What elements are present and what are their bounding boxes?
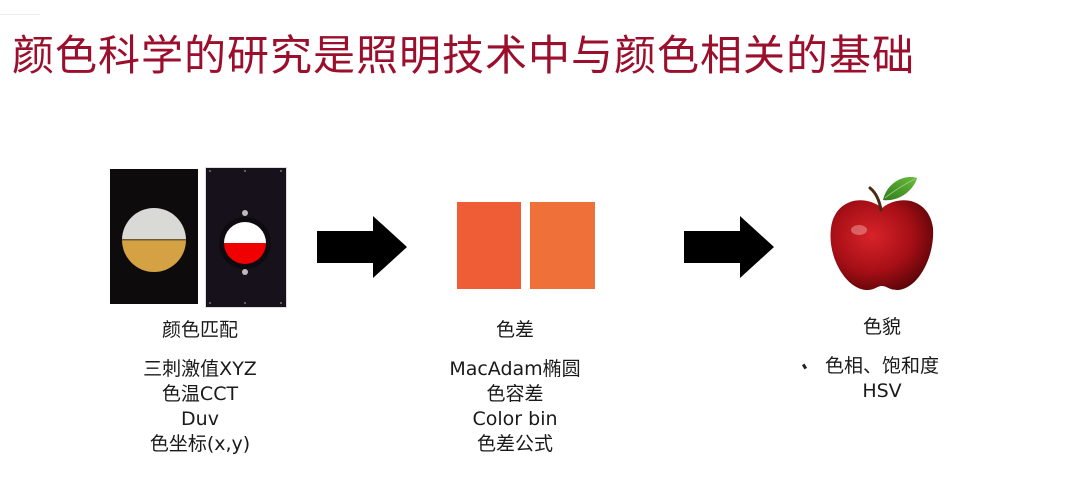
list-item: Color bin	[472, 408, 558, 430]
arrow-right-icon	[317, 216, 407, 278]
list-item: 三刺激值XYZ	[143, 358, 257, 380]
color-matching-caption: 颜色匹配 三刺激值XYZ 色温CCT Duv 色坐标(x,y)	[110, 318, 290, 457]
color-difference-caption: 色差 MacAdam椭圆 色容差 Color bin 色差公式	[425, 318, 605, 457]
section-heading: 色差	[495, 319, 534, 341]
swatch-left	[457, 202, 521, 289]
color-matching-image-2	[205, 167, 287, 308]
list-item: 色温CCT	[161, 383, 239, 405]
list-item: Duv	[181, 408, 219, 430]
section-heading: 颜色匹配	[161, 319, 238, 341]
arrow-right-icon	[684, 216, 774, 278]
section-heading: 色貌	[862, 316, 901, 338]
split-circle-red-icon	[209, 170, 282, 304]
color-matching-image-1	[110, 169, 198, 304]
split-circle-gold-icon	[122, 208, 186, 272]
list-item: 色容差	[486, 383, 544, 405]
list-item: 色坐标(x,y)	[149, 433, 251, 455]
list-item: 色相、饱和度	[824, 355, 939, 377]
top-divider	[0, 14, 40, 15]
list-item: 色差公式	[476, 433, 553, 455]
slide-title: 颜色科学的研究是照明技术中与颜色相关的基础	[12, 31, 916, 80]
apple-image	[830, 176, 934, 290]
list-item: MacAdam椭圆	[449, 358, 581, 380]
color-appearance-caption: 色貌 色相、饱和度 HSV	[792, 315, 972, 404]
swatch-right	[530, 202, 595, 289]
list-item: HSV	[862, 380, 902, 402]
